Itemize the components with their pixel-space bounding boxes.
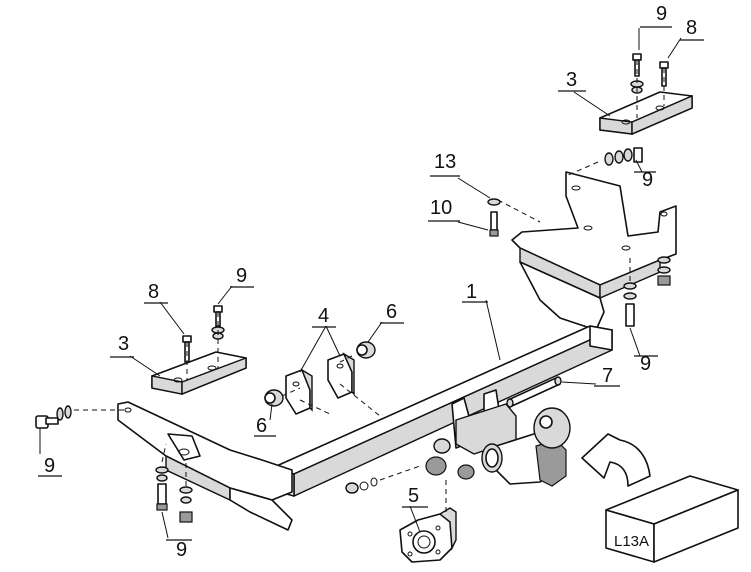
label-9-right-lower: 9	[640, 353, 651, 375]
bolt-stack-right-side	[604, 147, 643, 166]
model-code-box: L13A	[605, 475, 739, 563]
direction-arrow	[581, 433, 651, 487]
bolt-stack-right-lower	[623, 256, 671, 327]
bolt-stack-left-side	[35, 405, 72, 429]
label-4: 4	[318, 305, 329, 327]
socket-plate	[399, 507, 457, 563]
label-3-right: 3	[566, 69, 577, 91]
angle-bracket-right	[327, 352, 355, 399]
label-9-left-side: 9	[44, 455, 55, 477]
pin-rod	[506, 376, 562, 408]
label-7: 7	[602, 365, 613, 387]
label-8-left: 8	[148, 281, 159, 303]
label-6-lower: 6	[256, 415, 267, 437]
side-bracket-right	[511, 171, 677, 331]
label-8-right: 8	[686, 17, 697, 39]
label-13: 13	[434, 151, 456, 173]
label-6-upper: 6	[386, 301, 397, 323]
label-10: 10	[430, 197, 452, 219]
label-3-left: 3	[118, 333, 129, 355]
bolt-stack-left-bottom	[155, 466, 193, 523]
label-9-bottom: 9	[176, 539, 187, 561]
label-9-right-upper: 9	[642, 169, 653, 191]
model-code-label: L13A	[614, 533, 649, 550]
label-5: 5	[408, 485, 419, 507]
assembly-guide-lines	[74, 60, 665, 512]
spacer-bushing-upper	[356, 341, 376, 359]
callout-labels: 9 8 3 13 10 9 9 1 7 4 6 6 8 9 3 9 9	[38, 3, 704, 561]
tow-ball-assembly	[345, 389, 571, 494]
label-9-left-upper: 9	[236, 265, 247, 287]
bracket-plate-right	[599, 91, 693, 136]
label-1: 1	[466, 281, 477, 303]
bolt-13-10	[487, 198, 501, 237]
bracket-plate-left	[151, 351, 247, 396]
callout-leaders	[39, 28, 682, 539]
label-9-top: 9	[656, 3, 667, 25]
angle-bracket-left	[285, 368, 313, 415]
side-bracket-left	[117, 401, 293, 531]
spacer-bushing-lower	[264, 389, 284, 407]
